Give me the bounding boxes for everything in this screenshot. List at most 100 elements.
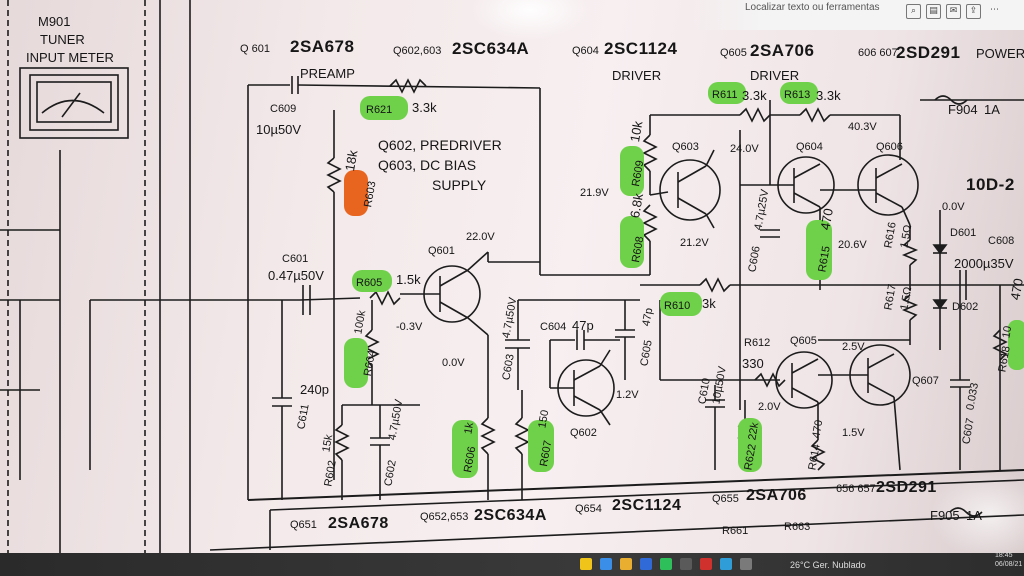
more-icon[interactable]: ⋯	[990, 5, 999, 15]
r616-ref: R616	[882, 221, 898, 249]
r604-ref: R604	[362, 349, 378, 377]
c604-ref: C604	[540, 321, 566, 333]
d601-ref: D601	[950, 227, 976, 239]
app-icon[interactable]	[680, 558, 692, 570]
r663-ref: R663	[784, 521, 810, 533]
r613-ref: R613	[784, 89, 810, 101]
r607-value: 150	[536, 409, 551, 429]
system-clock[interactable]: 18:45 06/08/21	[995, 551, 1022, 569]
q651-footer-part: 2SA678	[328, 515, 389, 532]
r611-ref: R611	[712, 89, 737, 101]
pdf-toolbar	[690, 0, 1024, 30]
r602-ref: R602	[322, 460, 338, 488]
print-icon[interactable]: ▤	[926, 4, 941, 19]
q602-label: Q602	[570, 427, 597, 439]
r608-ref: R608	[630, 235, 646, 263]
note-line1: Q602, PREDRIVER	[378, 137, 502, 153]
mail-app-icon[interactable]	[720, 558, 732, 570]
r615-ref: R615	[816, 245, 832, 273]
meter-line1: TUNER	[40, 32, 85, 47]
q603-label: Q603	[672, 141, 699, 153]
r614-value: 470	[810, 419, 825, 439]
c602-ref: C602	[382, 459, 398, 487]
note-line2: Q603, DC BIAS	[378, 157, 476, 173]
r602-value: 15k	[320, 433, 335, 453]
r610-ref: R610	[664, 300, 690, 312]
c610-value: 10µ50V	[710, 365, 729, 405]
q606-header-ref: 606 607	[858, 47, 898, 59]
q605-header-ref: Q605	[720, 47, 747, 59]
r611-value: 3.3k	[742, 88, 767, 103]
app-icon[interactable]	[740, 558, 752, 570]
chrome-icon[interactable]	[620, 558, 632, 570]
voltage-q603-e: 21.2V	[680, 237, 709, 249]
c608-ref: C608	[988, 235, 1014, 247]
r614-ref: R614	[806, 443, 822, 471]
q604-header-role: DRIVER	[612, 68, 661, 83]
search-icon[interactable]: ⌕	[906, 4, 921, 19]
c605-ref: C605	[638, 339, 654, 367]
r604-highlight	[344, 338, 368, 388]
c605-value: 47p	[640, 307, 655, 327]
r613-value: 3.3k	[816, 88, 841, 103]
c607-value: 0.033	[964, 382, 981, 411]
r603-ref: R603	[362, 180, 378, 208]
c601-value: 0.47µ50V	[268, 268, 324, 283]
r621-value: 3.3k	[412, 100, 437, 115]
mail-icon[interactable]: ✉	[946, 4, 961, 19]
word-icon[interactable]	[640, 558, 652, 570]
q654-footer-ref: Q654	[575, 503, 602, 515]
q604-label: Q604	[796, 141, 823, 153]
voltage-q607-c: 2.5V	[842, 341, 865, 353]
q601-label: Q601	[428, 245, 455, 257]
q601-header-ref: Q 601	[240, 43, 270, 55]
r606-highlight	[452, 420, 478, 478]
c604-value: 47p	[572, 318, 594, 333]
q605-header-role: DRIVER	[750, 68, 799, 83]
r616-value: 1.5Ω	[898, 224, 914, 249]
r622-value: 22k	[746, 421, 761, 441]
r621-ref: R621	[366, 104, 392, 116]
voltage-q602-c: 1.2V	[616, 389, 639, 401]
q605-label: Q605	[790, 335, 817, 347]
r613-highlight	[780, 82, 818, 104]
r617-ref: R617	[882, 283, 898, 311]
q607-label: Q607	[912, 375, 939, 387]
clock-date: 06/08/21	[995, 561, 1023, 568]
pdf-reader-icon[interactable]	[700, 558, 712, 570]
r608-highlight	[620, 216, 644, 268]
r610-value: 3k	[702, 296, 716, 311]
r606-ref: R606	[462, 445, 478, 473]
r605-highlight	[352, 270, 392, 292]
clock-time: 18:45	[995, 552, 1013, 559]
c603-value: 4.7µ50V	[500, 296, 519, 339]
q604-header-ref: Q604	[572, 45, 599, 57]
edge-browser-icon[interactable]	[600, 558, 612, 570]
q652-footer-ref: Q652,653	[420, 511, 468, 523]
q605-header-part: 2SA706	[750, 41, 814, 60]
q654-footer-part: 2SC1124	[612, 497, 681, 514]
r622-highlight	[738, 418, 762, 472]
f904-ref: F904	[948, 102, 978, 117]
note-line3: SUPPLY	[432, 177, 487, 193]
q601-header-role: PREAMP	[300, 66, 355, 81]
q651-footer-ref: Q651	[290, 519, 317, 531]
weather-widget[interactable]: 26°C Ger. Nublado	[790, 560, 866, 570]
share-icon[interactable]: ⇪	[966, 4, 981, 19]
r607-highlight	[528, 420, 554, 472]
find-tools-search[interactable]: Localizar texto ou ferramentas	[745, 2, 880, 13]
excel-icon[interactable]	[660, 558, 672, 570]
folder-icon[interactable]	[580, 558, 592, 570]
c609-value: 10µ50V	[256, 122, 301, 137]
q656-footer-ref: 656 657	[836, 483, 876, 495]
q606-header-role: POWER	[976, 46, 1024, 61]
voltage-output: 0.0V	[942, 201, 965, 213]
f904-value: 1A	[984, 102, 1000, 117]
voltage-q605-e: 1.5V	[842, 427, 865, 439]
voltage-q604-e: 20.6V	[838, 239, 867, 251]
voltage-q606-c: 40.3V	[848, 121, 877, 133]
r604-value: 100k	[352, 309, 368, 335]
q602-header-part: 2SC634A	[452, 39, 529, 58]
c606-ref: C606	[746, 245, 762, 273]
